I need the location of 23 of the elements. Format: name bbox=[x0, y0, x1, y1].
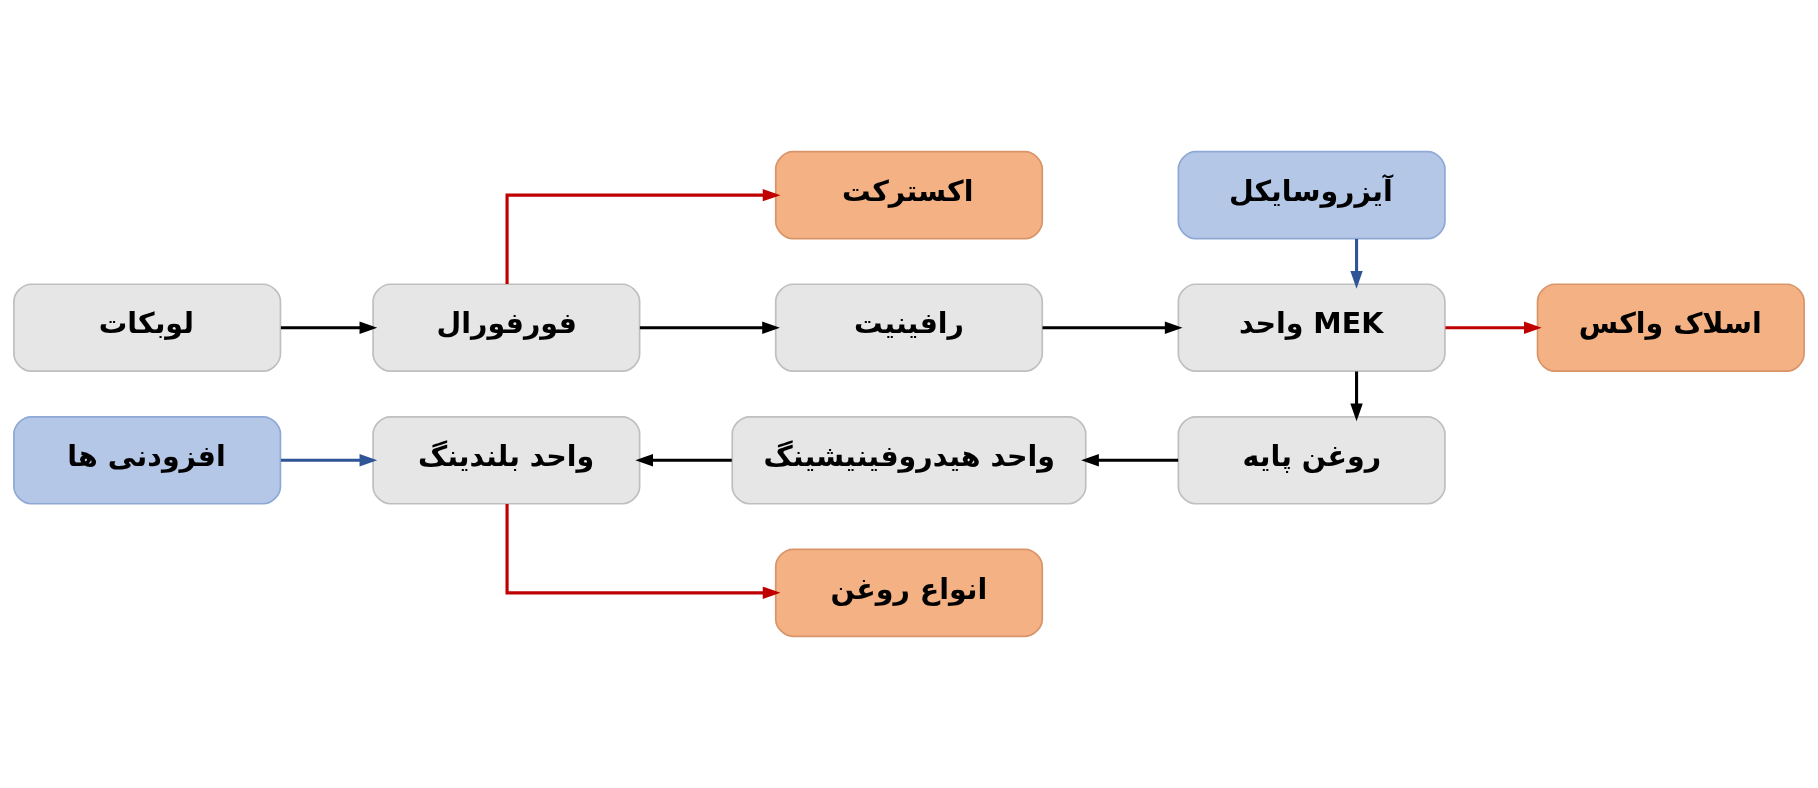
node-box: اکسترکت bbox=[774, 150, 1044, 240]
node-box: واحد هیدروفینیشینگ bbox=[731, 415, 1087, 505]
node-box: انواع روغن bbox=[774, 548, 1044, 638]
node-box: فورفورال bbox=[372, 283, 641, 373]
node-box: لوبکات bbox=[13, 283, 282, 373]
arrow bbox=[505, 188, 781, 284]
arrow bbox=[280, 454, 378, 467]
arrow bbox=[280, 321, 378, 334]
arrow bbox=[505, 504, 781, 600]
arrow bbox=[635, 454, 732, 467]
arrow bbox=[1081, 454, 1179, 467]
arrow bbox=[1042, 321, 1183, 334]
node-box: رافینیت bbox=[774, 283, 1044, 373]
arrow bbox=[639, 321, 780, 334]
node-box: اسلاک واکس bbox=[1536, 283, 1805, 373]
arrow bbox=[1350, 371, 1363, 422]
arrow bbox=[1445, 321, 1542, 334]
arrow bbox=[1350, 238, 1363, 289]
node-box: واحد MEK bbox=[1177, 283, 1446, 373]
node-box: افزودنی ها bbox=[13, 415, 282, 505]
node-box: روغن پایه bbox=[1177, 415, 1446, 505]
node-box: آیزروسایکل bbox=[1177, 150, 1446, 240]
node-box: واحد بلندینگ bbox=[372, 415, 641, 505]
